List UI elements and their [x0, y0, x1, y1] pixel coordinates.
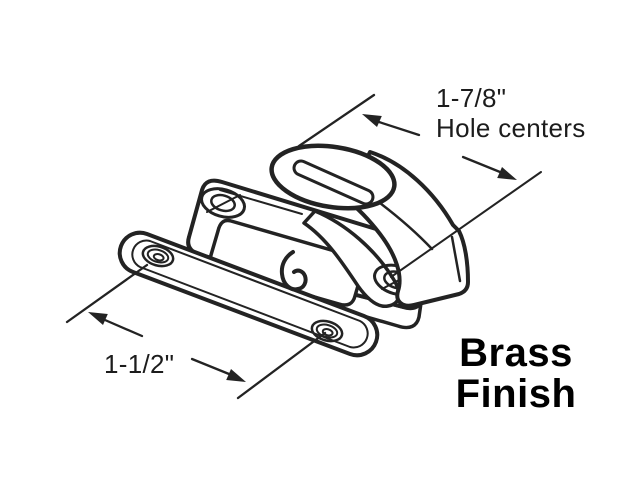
arrowhead — [88, 312, 108, 325]
dimension-line — [103, 318, 144, 338]
base-screw-hole-left — [200, 187, 246, 219]
spring-clip — [279, 250, 308, 292]
extension-line — [65, 263, 149, 324]
dimension-line — [377, 120, 421, 137]
dimension-top-value: 1-7/8" — [436, 83, 507, 113]
arrowhead — [497, 167, 517, 180]
bottom-dimension-graphics — [65, 263, 327, 400]
keeper-screw-hole-right — [310, 319, 344, 343]
dimension-bottom-value: 1-1/2" — [104, 349, 175, 379]
finish-label-line1: Brass — [459, 331, 573, 375]
top-dimension-graphics — [297, 93, 542, 278]
finish-label: Brass Finish — [426, 331, 606, 417]
finish-label-line2: Finish — [455, 372, 577, 417]
keeper-screw-hole-left — [141, 244, 175, 268]
dimension-top-label: Hole centers — [436, 113, 586, 143]
dimension-line — [190, 357, 231, 376]
extension-line — [390, 171, 542, 278]
extension-line — [236, 331, 327, 400]
cam — [269, 143, 397, 211]
extension-line — [297, 93, 376, 148]
arrowhead — [362, 114, 382, 127]
arrowhead — [226, 369, 246, 382]
dimension-line — [461, 155, 502, 174]
